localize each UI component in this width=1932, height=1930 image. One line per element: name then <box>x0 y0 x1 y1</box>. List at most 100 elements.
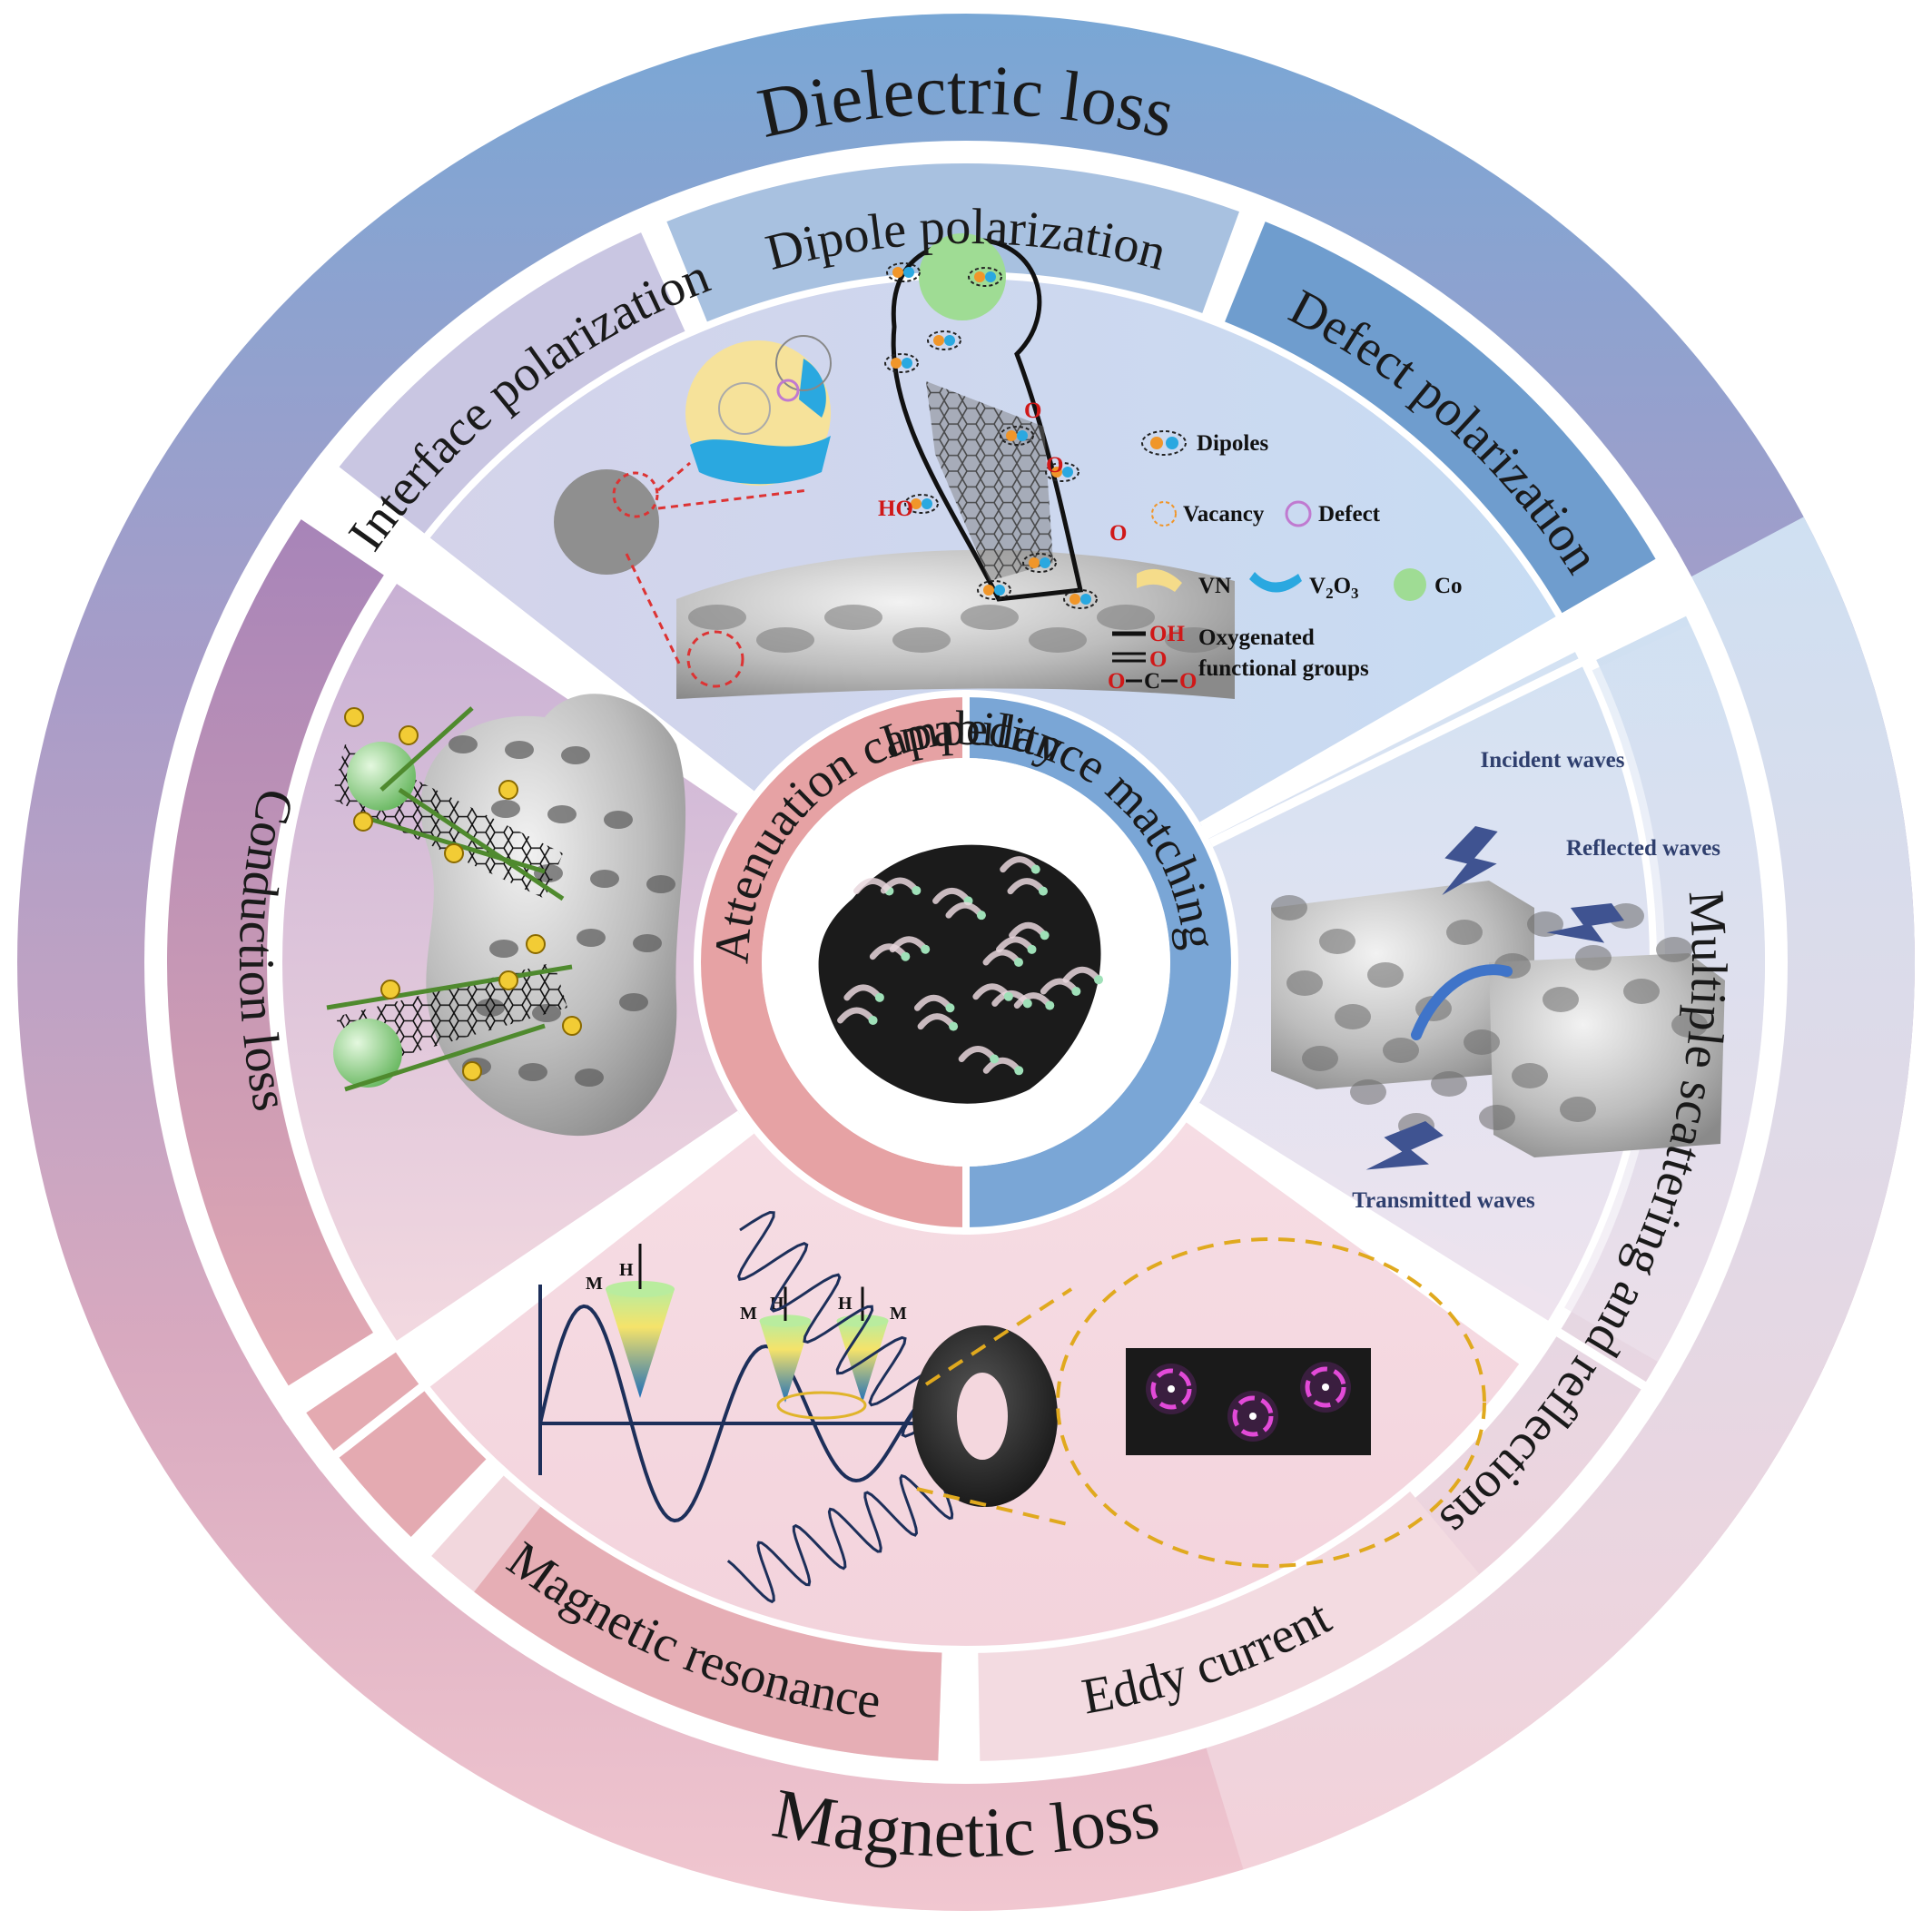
legend-dipole-swatch <box>1141 430 1187 456</box>
v2o3-v: V <box>1309 574 1326 598</box>
legend-vn: VN <box>1198 574 1231 598</box>
dipole-0 <box>884 353 919 373</box>
cube-pore <box>1367 962 1404 988</box>
toroid-hole <box>957 1373 1008 1460</box>
legend-oco-mid: C <box>1144 669 1160 694</box>
cube-pore <box>1543 987 1579 1012</box>
dipole-neg-5 <box>1070 594 1080 605</box>
dipole-2 <box>1000 426 1034 446</box>
sector-divider-4 <box>315 452 754 799</box>
dipole-9 <box>968 267 1002 287</box>
incident-wave-bolt <box>1442 826 1498 896</box>
legend-dipoles: Dipoles <box>1197 431 1268 456</box>
conduction-illustration <box>326 694 686 1137</box>
co-dot <box>901 951 911 961</box>
defect-marker <box>776 379 800 402</box>
foam-pore <box>633 934 662 952</box>
resonance-band-tail <box>303 1347 488 1538</box>
scatter-arrow <box>1411 964 1513 1040</box>
legend-v2o3: V2O3 <box>1309 574 1359 602</box>
cube-pore <box>1446 920 1483 945</box>
hub-impedance-arc <box>966 697 1231 1227</box>
co-particle <box>919 233 1006 320</box>
precession-cone-1 <box>759 1321 812 1403</box>
foam-pore <box>646 875 675 893</box>
legend-dipole-neg <box>1150 437 1163 449</box>
label-ho: HO <box>878 497 913 521</box>
dipole-7 <box>1022 553 1057 573</box>
crystal-lattice-2 <box>718 382 771 435</box>
cube-pore <box>1350 1079 1386 1105</box>
co-dot <box>868 1015 878 1025</box>
co-dot <box>1094 975 1104 985</box>
legend-oco-left: O <box>1108 669 1125 694</box>
co-dot <box>874 992 884 1002</box>
zoom-line <box>657 461 691 492</box>
substrate-pore <box>756 627 814 653</box>
dipole-pos-4 <box>994 585 1005 596</box>
substrate-pore <box>961 605 1019 630</box>
cube-pore <box>1512 1063 1548 1088</box>
sector-divider-2 <box>281 1110 744 1426</box>
dipole-pos-2 <box>1017 430 1028 441</box>
electron-1 <box>399 725 419 745</box>
dipole-neg-3 <box>1051 467 1062 478</box>
label-incident-waves: Incident waves <box>1480 748 1624 773</box>
co-nanoparticle-2 <box>333 1019 402 1088</box>
foam-pore <box>448 735 478 753</box>
cube-pore <box>1286 970 1323 996</box>
transmitted-wave-bolt <box>1365 1121 1444 1170</box>
co-dot <box>1040 931 1050 940</box>
cube-pore <box>1431 1071 1467 1097</box>
substrate-pore <box>824 605 882 630</box>
dipole-neg-9 <box>974 271 985 282</box>
foam-block <box>420 694 686 1137</box>
cube-pore <box>1560 1097 1596 1122</box>
composite-particle <box>818 844 1104 1104</box>
eddy-swirl-0 <box>1150 1368 1192 1410</box>
eddy-swirl-2 <box>1305 1366 1346 1408</box>
damped-wave <box>538 1304 941 1523</box>
electron-7 <box>380 980 400 999</box>
outgoing-helix <box>726 1473 954 1604</box>
electron-9 <box>462 1061 482 1081</box>
dipole-neg-2 <box>1006 430 1017 441</box>
substrate-pore <box>1097 605 1155 630</box>
v2o3-sub-2: 2 <box>1326 585 1334 602</box>
crystal-lattice <box>775 335 832 391</box>
legend-v2o3-swatch <box>1249 572 1302 593</box>
co-dot <box>1003 991 1013 1001</box>
electron-6 <box>498 970 518 990</box>
zoom-line-3 <box>625 553 683 668</box>
foam-pore <box>577 929 606 947</box>
foam-pore <box>489 940 518 958</box>
eddy-loop <box>776 1391 867 1420</box>
eddy-core-1 <box>1249 1413 1257 1420</box>
foam-pore <box>619 993 648 1011</box>
v2o3-sub-3: 3 <box>1351 585 1359 602</box>
legend-co: Co <box>1434 574 1463 598</box>
label-m-3: M <box>890 1304 907 1324</box>
resonance-band <box>474 1505 942 1761</box>
v2o3-region <box>690 436 831 485</box>
electron-2 <box>353 812 373 832</box>
cube-pore <box>1335 1004 1371 1029</box>
foam-pore <box>604 811 633 829</box>
co-dot <box>1039 886 1049 896</box>
label-h-3: H <box>838 1294 853 1314</box>
substrate-pore <box>688 605 746 630</box>
label-reflected-waves: Reflected waves <box>1566 836 1720 861</box>
legend-o-double: O <box>1149 647 1167 672</box>
cube-pore <box>1302 1046 1338 1071</box>
foam-pore <box>505 741 534 759</box>
legend-defect: Defect <box>1318 502 1381 527</box>
label-o-1: O <box>1024 399 1041 423</box>
legend-co-swatch <box>1394 568 1426 601</box>
substrate-pore <box>1165 627 1223 653</box>
legend-vacancy-swatch <box>1151 501 1177 527</box>
electron-3 <box>444 843 464 863</box>
electron-4 <box>498 780 518 800</box>
